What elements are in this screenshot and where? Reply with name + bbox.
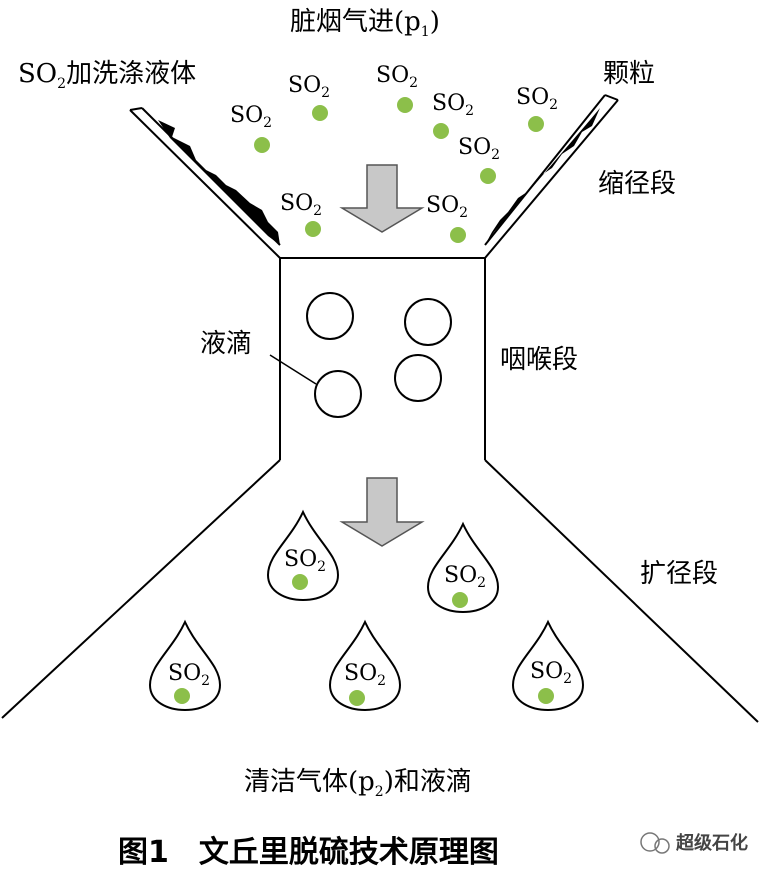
so2-particle-dot [312, 105, 328, 121]
so2-label: SO2 [288, 73, 330, 101]
so2-particle-dot [480, 168, 496, 184]
teardrop-droplet [328, 619, 402, 712]
droplet-circle [314, 370, 362, 418]
so2-label: SO2 [530, 659, 572, 687]
flow-arrow-down-top [339, 164, 425, 233]
so2-label: SO2 [426, 193, 468, 221]
droplet-circle [306, 292, 354, 340]
so2-label: SO2 [458, 135, 500, 163]
so2-label: SO2 [280, 191, 322, 219]
so2-label: SO2 [432, 91, 474, 119]
throat-section-label: 咽喉段 [500, 345, 578, 375]
right-convergent-wall-inner [484, 99, 619, 259]
flow-arrow-down-middle [339, 477, 425, 547]
so2-particle-dot [292, 574, 308, 590]
so2-label: SO2 [444, 563, 486, 591]
right-convergent-wall-outer [484, 94, 606, 246]
droplet-circle [394, 354, 442, 402]
teardrop-droplet [426, 521, 500, 614]
wechat-icon [640, 832, 660, 852]
so2-particle-dot [174, 688, 190, 704]
scrubbing-liquid-label: SO2加洗涤液体 [18, 59, 196, 92]
so2-droplets [148, 509, 585, 712]
throat-droplets [306, 292, 452, 418]
left-convergent-wall-inner [129, 109, 281, 259]
so2-particle-dot [452, 592, 468, 608]
left-wall-particle-deposit [158, 120, 280, 245]
so2-label: SO2 [376, 63, 418, 91]
so2-particle-dot [254, 137, 270, 153]
droplet-label: 液滴 [200, 329, 252, 359]
so2-label: SO2 [516, 85, 558, 113]
so2-particle-dot [305, 221, 321, 237]
so2-particle-dot [433, 123, 449, 139]
divergent-section-label: 扩径段 [640, 559, 718, 589]
convergent-section-label: 缩径段 [598, 169, 676, 199]
so2-label: SO2 [168, 661, 210, 689]
so2-particle-dot [450, 227, 466, 243]
divergent-right-wall [484, 459, 759, 723]
particles-label: 颗粒 [603, 59, 655, 89]
teardrop-droplet [266, 509, 340, 602]
inlet-label: 脏烟气进(p1) [290, 7, 440, 40]
teardrop-droplet [148, 619, 222, 712]
watermark-text: 超级石化 [676, 832, 748, 854]
so2-label: SO2 [284, 547, 326, 575]
watermark: 超级石化 [640, 832, 748, 854]
so2-particle-dot [538, 688, 554, 704]
droplet-leader-line [269, 354, 317, 385]
venturi-outline [1, 94, 759, 723]
so2-particle-dot [397, 97, 413, 113]
divergent-left-wall [1, 459, 281, 719]
teardrop-droplet [511, 619, 585, 712]
so2-particle-dot [528, 116, 544, 132]
right-wall-particle-deposit [485, 108, 600, 245]
figure-caption: 图1 文丘里脱硫技术原理图 [118, 835, 499, 870]
so2-label: SO2 [230, 103, 272, 131]
so2-particle-dot [349, 690, 365, 706]
so2-label: SO2 [344, 661, 386, 689]
droplet-circle [404, 298, 452, 346]
outlet-label: 清洁气体(p2)和液滴 [244, 767, 472, 800]
